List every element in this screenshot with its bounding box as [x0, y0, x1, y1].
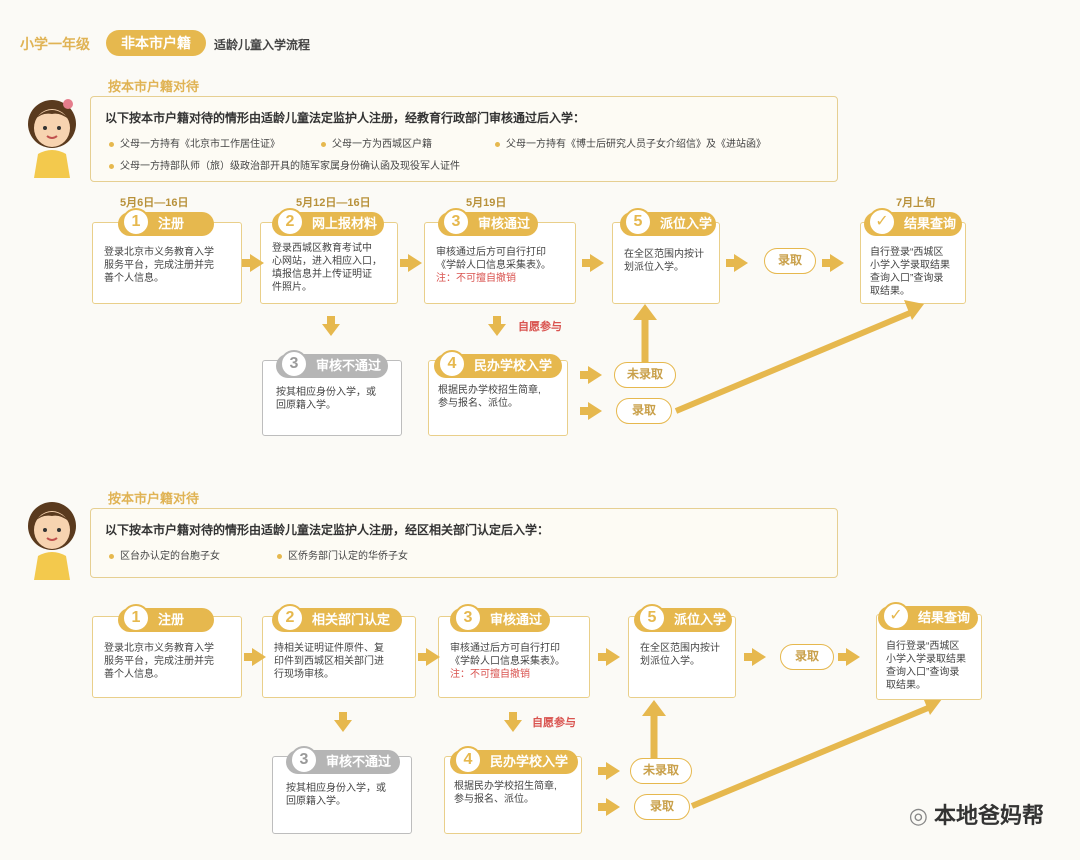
not-admitted-oval: 未录取	[630, 758, 692, 784]
step-text: 自行登录“西城区小学入学录取结果查询入口”查询录取结果。	[886, 641, 966, 691]
info-title: 以下按本市户籍对待的情形由适龄儿童法定监护人注册，经区相关部门认定后入学：	[105, 523, 550, 537]
step-text: 自行登录“西城区小学入学录取结果查询入口”查询录取结果。	[870, 247, 950, 297]
bullet: 区台办认定的台胞子女	[109, 547, 220, 562]
flow-title: 适龄儿童入学流程	[214, 38, 311, 52]
check-icon: ✓	[868, 208, 896, 236]
step-text: 根据民办学校招生简章,参与报名、派位。	[454, 781, 557, 805]
bullet: 父母一方为西城区户籍	[321, 135, 432, 150]
step-text: 登录西城区教育考试中心网站，进入相应入口，填报信息并上传证明证件照片。	[272, 243, 382, 293]
wechat-icon: ◎	[908, 803, 928, 828]
arrow-right-icon	[744, 648, 766, 666]
not-admitted-oval: 未录取	[614, 362, 676, 388]
arrow-right-icon	[598, 798, 620, 816]
arrow-right-icon	[242, 254, 264, 272]
date-label: 5月12日—16日	[296, 197, 371, 209]
info-box: 以下按本市户籍对待的情形由适龄儿童法定监护人注册，经区相关部门认定后入学： 区台…	[90, 508, 838, 578]
date-label: 7月上旬	[896, 197, 936, 209]
arrow-right-icon	[598, 648, 620, 666]
arrow-down-icon	[322, 316, 340, 336]
admit-oval: 录取	[616, 398, 672, 424]
step-box-register	[92, 222, 242, 304]
arrow-right-icon	[598, 762, 620, 780]
step-text: 登录北京市义务教育入学服务平台，完成注册并完善个人信息。	[104, 643, 214, 680]
step-text: 在全区范围内按计划派位入学。	[624, 249, 704, 273]
arrow-right-icon	[582, 254, 604, 272]
girl-avatar	[28, 99, 76, 178]
step-text: 登录北京市义务教育入学服务平台，完成注册并完善个人信息。	[104, 247, 214, 284]
watermark: ◎本地爸妈帮	[908, 803, 1044, 828]
info-title: 以下按本市户籍对待的情形由适龄儿童法定监护人注册，经教育行政部门审核通过后入学：	[105, 111, 586, 125]
date-label: 5月6日—16日	[120, 197, 189, 209]
arrow-right-icon	[838, 648, 860, 666]
voluntary-label: 自愿参与	[532, 717, 576, 729]
bullet: 区侨务部门认定的华侨子女	[277, 547, 408, 562]
step-text: 根据民办学校招生简章,参与报名、派位。	[438, 385, 541, 409]
grade-label: 小学一年级	[20, 36, 90, 52]
voluntary-label: 自愿参与	[518, 321, 562, 333]
arrow-right-icon	[580, 402, 602, 420]
arrow-right-icon	[400, 254, 422, 272]
arrow-right-icon	[822, 254, 844, 272]
girl-avatar	[28, 502, 76, 580]
admit-oval: 录取	[634, 794, 690, 820]
bullet: 父母一方持有《博士后研究人员子女介绍信》及《进站函》	[495, 135, 766, 150]
arrow-down-icon	[334, 712, 352, 732]
category-pill: 非本市户籍	[106, 30, 206, 56]
check-icon: ✓	[882, 602, 910, 630]
step-text: 审核通过后方可自行打印《学龄人口信息采集表》。注：不可擅自撤销	[436, 247, 551, 284]
step-text: 按其相应身份入学，或回原籍入学。	[286, 783, 386, 807]
arrow-right-icon	[244, 648, 266, 666]
bullet: 父母一方持有《北京市工作居住证》	[109, 135, 280, 150]
date-label: 5月19日	[466, 197, 507, 209]
step-badge: ✓结果查询	[878, 602, 978, 630]
step-text: 在全区范围内按计划派位入学。	[640, 643, 720, 667]
arrow-right-icon	[726, 254, 748, 272]
admit-oval: 录取	[780, 644, 834, 670]
arrow-right-icon	[580, 366, 602, 384]
step-text: 持相关证明证件原件、复印件到西城区相关部门进行现场审核。	[274, 643, 384, 680]
step-badge: ✓结果查询	[864, 208, 962, 236]
step-text: 审核通过后方可自行打印《学龄人口信息采集表》。注：不可擅自撤销	[450, 643, 565, 680]
info-box: 以下按本市户籍对待的情形由适龄儿童法定监护人注册，经教育行政部门审核通过后入学：…	[90, 96, 838, 182]
bullet: 父母一方持部队师（旅）级政治部开具的随军家属身份确认函及现役军人证件	[109, 157, 460, 172]
arrow-down-icon	[504, 712, 522, 732]
arrow-down-icon	[488, 316, 506, 336]
admit-oval: 录取	[764, 248, 816, 274]
arrow-right-icon	[418, 648, 440, 666]
section2-title: 按本市户籍对待	[108, 491, 200, 506]
section1-title: 按本市户籍对待	[108, 79, 200, 94]
step-text: 按其相应身份入学，或回原籍入学。	[276, 387, 376, 411]
